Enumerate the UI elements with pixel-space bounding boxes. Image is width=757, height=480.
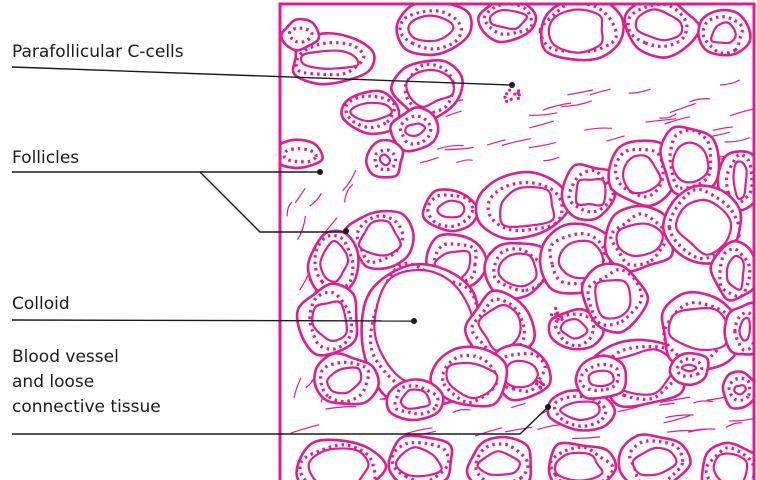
connective-strand [607, 136, 625, 141]
follicle-colloid-lumen [309, 448, 369, 480]
connective-strand [456, 160, 472, 163]
connective-strand [453, 410, 471, 413]
c-cell-dot [554, 312, 557, 315]
connective-strand [529, 113, 557, 116]
tissue-section [278, 0, 757, 480]
leader-follicles-branch [200, 172, 346, 232]
connective-strand [487, 140, 506, 145]
connective-strand [291, 425, 320, 433]
leader-dot-follicles-top [317, 169, 323, 175]
connective-strand [584, 128, 612, 130]
leader-colloid [12, 320, 414, 321]
follicle-colloid-lumen [301, 51, 358, 69]
follicle-colloid-lumen [595, 280, 630, 318]
follicle-colloid-lumen [714, 454, 748, 480]
connective-strand [567, 90, 592, 95]
leader-dot-follicles-branch [343, 228, 349, 234]
connective-strand [325, 406, 356, 409]
follicle-outer-wall [278, 140, 323, 168]
connective-strand [287, 202, 292, 216]
leader-dot-colloid [411, 318, 417, 324]
connective-strand [294, 378, 301, 398]
connective-strand [505, 427, 532, 432]
c-cell-dot [539, 387, 542, 390]
connective-strand [511, 403, 525, 407]
follicle-colloid-lumen [727, 256, 744, 290]
connective-strand [543, 157, 559, 160]
follicle-colloid-lumen [589, 371, 614, 386]
follicle-colloid-lumen [682, 365, 696, 372]
c-cell-dot [503, 96, 506, 99]
connective-strand [694, 401, 714, 403]
connective-strand [420, 157, 438, 163]
connective-strand [730, 109, 756, 116]
connective-strand [529, 143, 556, 148]
follicle-colloid-lumen [673, 143, 709, 183]
c-cell-dot [550, 313, 553, 316]
follicle-colloid-lumen [499, 254, 537, 287]
connective-strand [725, 138, 750, 143]
connective-strand [297, 216, 305, 240]
connective-strand [690, 99, 711, 102]
follicle-colloid-lumen [617, 224, 663, 256]
c-cell-dot [554, 316, 557, 319]
c-cell-dot [508, 89, 511, 92]
c-cell-dot [505, 92, 508, 95]
c-cell-dot [554, 307, 557, 310]
connective-strand [590, 89, 611, 95]
follicle-colloid-lumen [733, 161, 746, 199]
follicle-colloid-lumen [734, 385, 746, 394]
c-cell-dot [517, 97, 520, 100]
c-cell-dot [536, 380, 539, 383]
c-cell-dot [513, 93, 516, 96]
connective-strand [729, 418, 754, 421]
connective-strand [659, 403, 674, 405]
connective-strand [659, 114, 676, 119]
connective-strand [713, 127, 733, 130]
connective-strand [572, 437, 600, 439]
follicle-colloid-lumen [576, 179, 605, 205]
connective-strand [726, 423, 743, 428]
c-cell-dot [560, 318, 563, 321]
connective-strand [295, 188, 305, 203]
c-cell-dot [542, 383, 545, 386]
connective-strand [538, 425, 561, 430]
c-cell-dot [557, 318, 560, 321]
c-cell-dot [510, 98, 513, 101]
c-cell-dot [517, 91, 520, 94]
connective-strand [530, 121, 554, 128]
leader-dot-blood-vessel [545, 404, 551, 410]
connective-strand [502, 139, 531, 146]
c-cell-dot [559, 315, 562, 318]
connective-strand [720, 80, 740, 85]
connective-strand [445, 147, 474, 149]
follicle-colloid-lumen [549, 9, 603, 52]
connective-strand [670, 103, 696, 112]
c-cell-dot [539, 380, 542, 383]
connective-strand [446, 111, 462, 116]
leader-dot-parafollicular [509, 82, 515, 88]
connective-strand [310, 193, 322, 206]
connective-strand [475, 428, 502, 436]
connective-strand [629, 89, 651, 93]
c-cell-dot [505, 100, 508, 103]
